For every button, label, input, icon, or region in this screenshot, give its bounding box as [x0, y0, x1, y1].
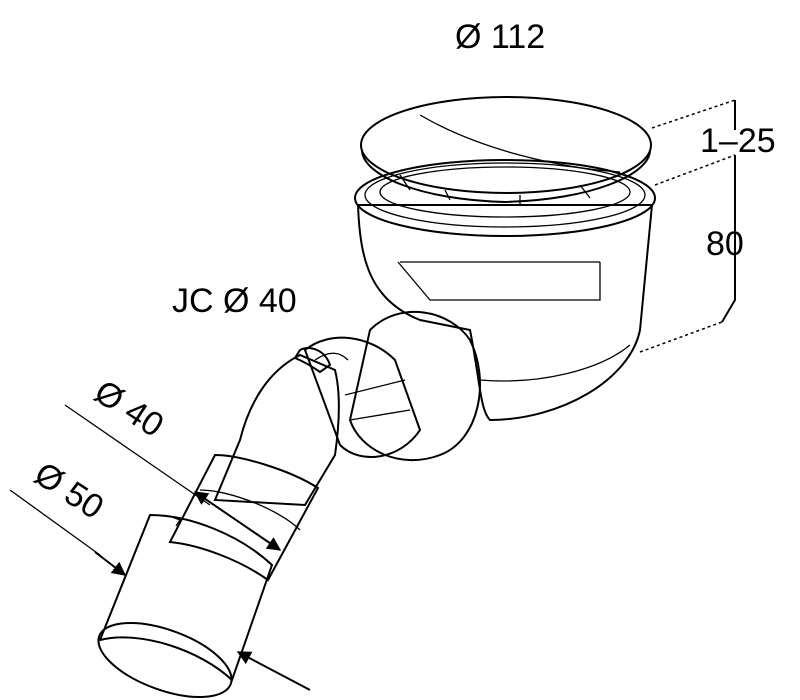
trap-body	[354, 159, 656, 422]
drain-cap	[360, 96, 652, 205]
height-dimensions	[639, 99, 736, 353]
height-label: 80	[706, 225, 744, 263]
adjust-range-label: 1–25	[700, 122, 776, 160]
cap-diameter-label: Ø 112	[455, 18, 545, 56]
joint-diameter-label: JC Ø 40	[172, 282, 297, 320]
inner-pipe-diameter-label: Ø 40	[88, 373, 171, 445]
diameter-arrows	[9, 404, 311, 691]
outer-pipe-diameter-label: Ø 50	[28, 455, 111, 527]
elbow-connector	[293, 310, 481, 461]
